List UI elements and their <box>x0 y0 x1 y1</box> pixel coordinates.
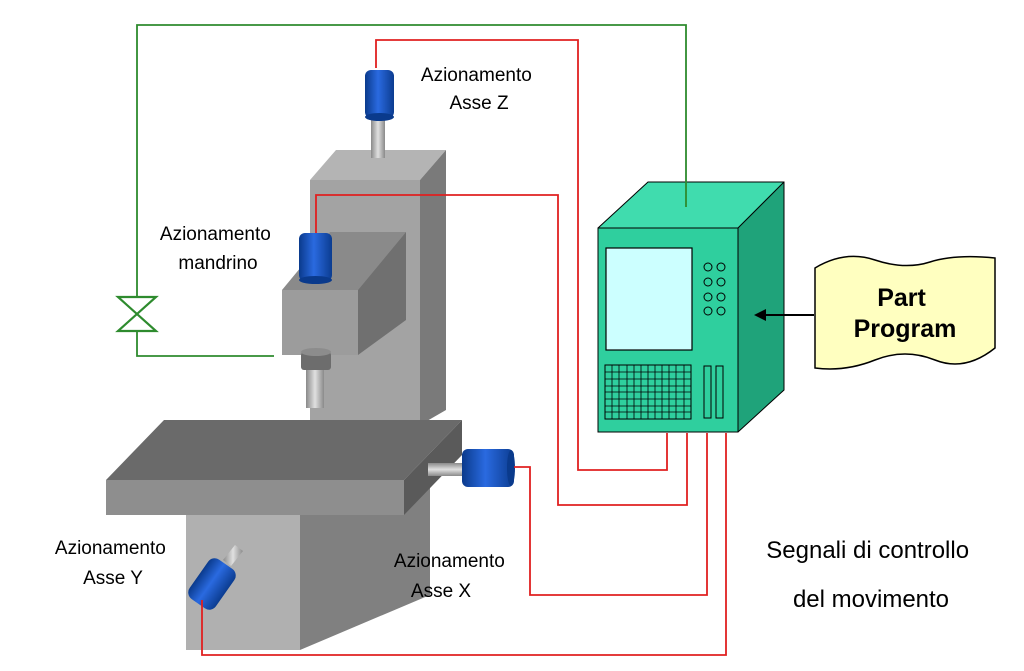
label-y-axis-drive: Azionamento Asse Y <box>55 538 171 589</box>
work-table <box>106 420 462 515</box>
spindle-motor <box>299 233 332 284</box>
label-motion-control-signals: Segnali di controllo del movimento <box>766 537 975 613</box>
label-z-axis-drive: Azionamento Asse Z <box>421 65 537 114</box>
wire-spindle <box>315 194 688 506</box>
wire-x-axis <box>514 433 708 596</box>
wire-y-axis <box>201 433 727 656</box>
label-part-program: Part Program <box>854 284 957 343</box>
cnc-screen <box>605 247 693 351</box>
spindle <box>301 348 331 408</box>
cnc-keypad <box>604 364 692 420</box>
x-axis-motor <box>428 449 515 487</box>
cnc-buttons <box>703 262 726 316</box>
z-axis-motor <box>365 70 394 158</box>
wire-z-axis <box>375 39 668 471</box>
cnc-controller <box>597 181 785 433</box>
part-program-sheet <box>814 255 996 370</box>
program-input-arrow <box>754 309 814 321</box>
y-axis-motor <box>188 545 243 610</box>
cnc-slots <box>703 365 724 419</box>
label-spindle-drive: Azionamento mandrino <box>160 224 276 274</box>
valve-icon <box>115 295 159 333</box>
feedback-line <box>136 24 687 357</box>
label-x-axis-drive: Azionamento Asse X <box>394 551 510 602</box>
control-signal-wires <box>201 39 727 656</box>
